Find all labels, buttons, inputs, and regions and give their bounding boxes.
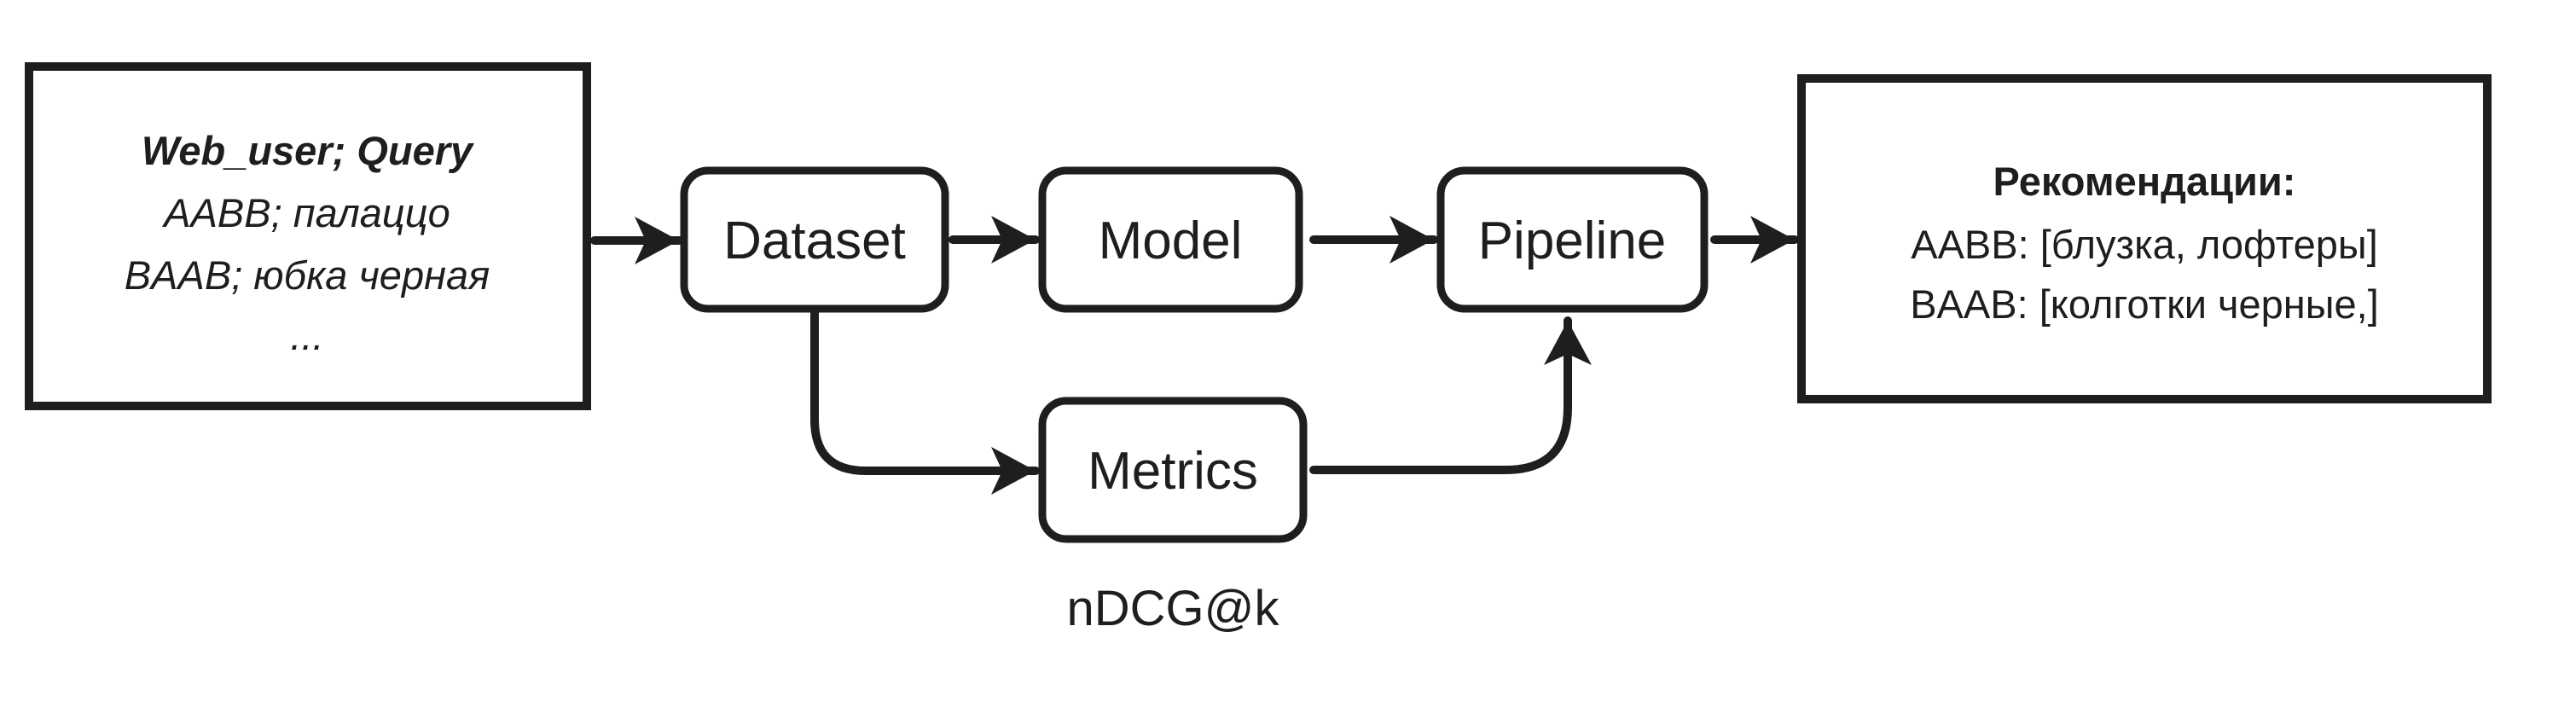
output-box-row: AABB: [блузка, лофтеры] [1911, 222, 2378, 267]
metrics-caption: nDCG@k [1066, 581, 1279, 636]
input-box-row: BAAB; юбка черная [125, 252, 490, 298]
dataset-label: Dataset [723, 212, 906, 270]
model-node [1038, 166, 1303, 313]
pipeline-node [1436, 166, 1709, 313]
output-recommendations-box [1797, 74, 2492, 403]
arrow-dataset-to-metrics [810, 308, 1040, 495]
input-data-box [25, 62, 591, 410]
metrics-node [1038, 397, 1308, 543]
input-box-row: ... [290, 313, 323, 358]
input-box-row: AABB; палаццо [161, 190, 450, 235]
input-box-title: Web_user; Query [142, 128, 475, 173]
model-label: Model [1099, 212, 1243, 270]
output-box-title: Рекомендации: [1993, 159, 2296, 204]
metrics-label: Metrics [1088, 442, 1258, 501]
arrow-metrics-to-pipeline [1309, 316, 1592, 474]
output-box-row: BAAB: [колготки черные,] [1910, 281, 2379, 327]
pipeline-label: Pipeline [1478, 212, 1667, 270]
